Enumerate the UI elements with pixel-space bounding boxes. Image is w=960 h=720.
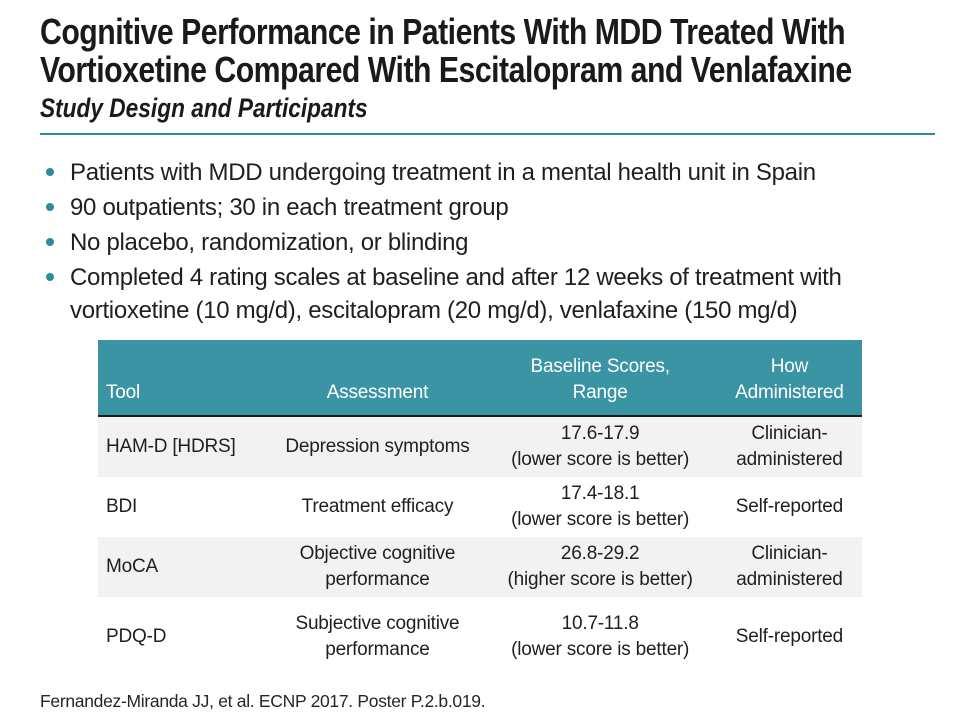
table-row: BDI Treatment efficacy 17.4-18.1 (lower sco…	[98, 477, 862, 537]
bullet-list: Patients with MDD undergoing treatment i…	[40, 156, 945, 329]
table-row: MoCA Objective cognitive performance 26.8-2…	[98, 537, 862, 597]
text-line: 10.7-11.8	[561, 613, 639, 634]
title-line-1: Cognitive Performance in Patients With M…	[40, 11, 846, 52]
column-header: Tool	[98, 340, 272, 417]
bullet-text: Patients with MDD undergoing treatment i…	[70, 156, 816, 189]
column-header: Assessment	[271, 340, 484, 417]
text-line: Clinician-	[751, 543, 828, 564]
table-cell: Treatment efficacy	[271, 477, 483, 537]
text-line: (lower score is better)	[511, 449, 690, 470]
text-line: Subjective cognitive	[295, 613, 460, 634]
text-line: MoCA	[106, 556, 158, 577]
bullet-item: Completed 4 rating scales at baseline an…	[40, 261, 945, 327]
bullet-item: Patients with MDD undergoing treatment i…	[40, 156, 945, 189]
table-cell: Self-reported	[717, 597, 862, 677]
text-line: HAM-D [HDRS]	[106, 436, 236, 457]
table-cell: BDI	[98, 477, 271, 537]
bullet-item: 90 outpatients; 30 in each treatment gro…	[40, 191, 945, 224]
bullet-icon	[46, 168, 54, 176]
bullet-icon	[46, 203, 54, 211]
table-cell: Objective cognitive performance	[271, 537, 483, 597]
bullet-text: 90 outpatients; 30 in each treatment gro…	[70, 191, 509, 224]
bullet-text: Completed 4 rating scales at baseline an…	[70, 261, 842, 327]
table-cell: Self-reported	[717, 477, 862, 537]
text-line: Patients with MDD undergoing treatment i…	[70, 159, 816, 186]
text-line: 90 outpatients; 30 in each treatment gro…	[70, 194, 509, 221]
text-line: Objective cognitive	[299, 543, 456, 564]
text-line: 26.8-29.2	[560, 543, 640, 564]
text-line: Tool	[106, 382, 141, 403]
citation: Fernandez-Miranda JJ, et al. ECNP 2017. …	[40, 691, 486, 711]
text-line: performance	[325, 639, 430, 660]
text-line: How	[770, 356, 809, 377]
text-line: Self-reported	[735, 626, 844, 647]
text-line: Baseline Scores,	[530, 356, 670, 377]
text-line: vortioxetine (10 mg/d), escitalopram (20…	[70, 297, 798, 324]
text-line: No placebo, randomization, or blinding	[70, 229, 469, 256]
text-line: PDQ-D	[106, 626, 167, 647]
slide-subtitle: Study Design and Participants	[40, 93, 368, 123]
table-cell: 10.7-11.8 (lower score is better)	[484, 597, 717, 677]
text-line: Clinician-	[751, 423, 828, 444]
text-line: Self-reported	[735, 496, 844, 517]
bullet-icon	[46, 238, 54, 246]
bullet-icon	[46, 273, 54, 281]
text-line: administered	[736, 569, 843, 590]
text-line: 17.6-17.9	[560, 423, 640, 444]
column-header: Baseline Scores, Range	[483, 340, 717, 417]
table-cell: Subjective cognitive performance	[271, 597, 483, 677]
table-cell: MoCA	[98, 537, 271, 597]
text-line: (higher score is better)	[507, 569, 693, 590]
text-line: performance	[325, 569, 430, 590]
text-line: Range	[572, 382, 628, 403]
table-cell: HAM-D [HDRS]	[98, 416, 271, 477]
table-cell: 17.4-18.1 (lower score is better)	[484, 477, 717, 537]
table-cell: Clinician-administered	[717, 416, 862, 477]
table-body: HAM-D [HDRS] Depression symptoms 17.6-17.9…	[98, 416, 862, 677]
text-line: Administered	[735, 382, 844, 403]
text-line: (lower score is better)	[511, 509, 690, 530]
table-cell: Depression symptoms	[271, 416, 483, 477]
table-row: HAM-D [HDRS] Depression symptoms 17.6-17.9…	[98, 416, 862, 477]
title-divider	[40, 133, 935, 135]
table-cell: 17.6-17.9 (lower score is better)	[484, 416, 717, 477]
table-cell: 26.8-29.2 (higher score is better)	[484, 537, 717, 597]
table-row: PDQ-D Subjective cognitive performance 10.7…	[98, 597, 862, 677]
slide-title: Cognitive Performance in Patients With M…	[40, 13, 852, 125]
text-line: Completed 4 rating scales at baseline an…	[70, 264, 842, 291]
title-line-2: Vortioxetine Compared With Escitalopram …	[40, 49, 852, 90]
bullet-item: No placebo, randomization, or blinding	[40, 226, 945, 259]
text-line: administered	[736, 449, 843, 470]
table-cell: Clinician-administered	[717, 537, 862, 597]
text-line: Assessment	[326, 382, 429, 403]
text-line: Treatment efficacy	[301, 496, 454, 517]
text-line: BDI	[106, 496, 138, 517]
table-cell: PDQ-D	[98, 597, 271, 677]
text-line: Depression symptoms	[285, 436, 470, 457]
text-line: (lower score is better)	[511, 639, 690, 660]
text-line: 17.4-18.1	[560, 483, 640, 504]
bullet-text: No placebo, randomization, or blinding	[70, 226, 468, 259]
